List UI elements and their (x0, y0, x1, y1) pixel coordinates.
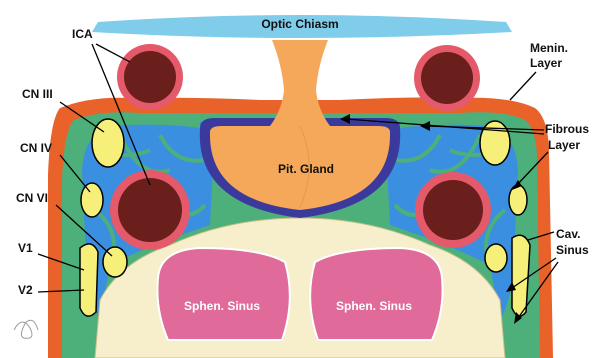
label-cav-sinus-1: Cav. (556, 227, 580, 241)
pointer-menin-layer (510, 72, 536, 100)
label-pit-gland: Pit. Gland (278, 162, 334, 176)
label-v2: V2 (18, 283, 33, 297)
label-menin-layer-2: Layer (530, 56, 562, 70)
pituitary-stalk (270, 40, 330, 126)
ica-cavernous-left (110, 170, 190, 250)
label-optic-chiasm: Optic Chiasm (261, 17, 338, 31)
label-cn-iv: CN IV (20, 141, 52, 155)
label-ica: ICA (72, 27, 93, 41)
label-v1: V1 (18, 241, 33, 255)
ica-supraclinoid-left (117, 44, 183, 110)
label-cav-sinus-2: Sinus (556, 243, 589, 257)
cn-vi-right (485, 244, 507, 272)
ica-cavernous-right (415, 172, 491, 248)
label-menin-layer-1: Menin. (530, 41, 568, 55)
label-sphen-sinus-left: Sphen. Sinus (184, 299, 260, 313)
pointer-ica-upper (96, 44, 130, 62)
cn-iv-left (81, 183, 103, 217)
artist-signature (14, 320, 38, 338)
label-cn-iii: CN III (22, 87, 53, 101)
cn-iii-left (92, 119, 124, 167)
v1-left (80, 244, 98, 316)
label-fibrous-layer-2: Layer (548, 138, 580, 152)
label-cn-vi: CN VI (16, 191, 48, 205)
sphenoid-sinus-right (310, 248, 442, 340)
cn-iv-right (509, 185, 527, 215)
ica-supraclinoid-right (414, 45, 480, 111)
label-sphen-sinus-right: Sphen. Sinus (336, 299, 412, 313)
label-fibrous-layer-1: Fibrous (545, 122, 589, 136)
sphenoid-sinus-left (157, 248, 289, 340)
